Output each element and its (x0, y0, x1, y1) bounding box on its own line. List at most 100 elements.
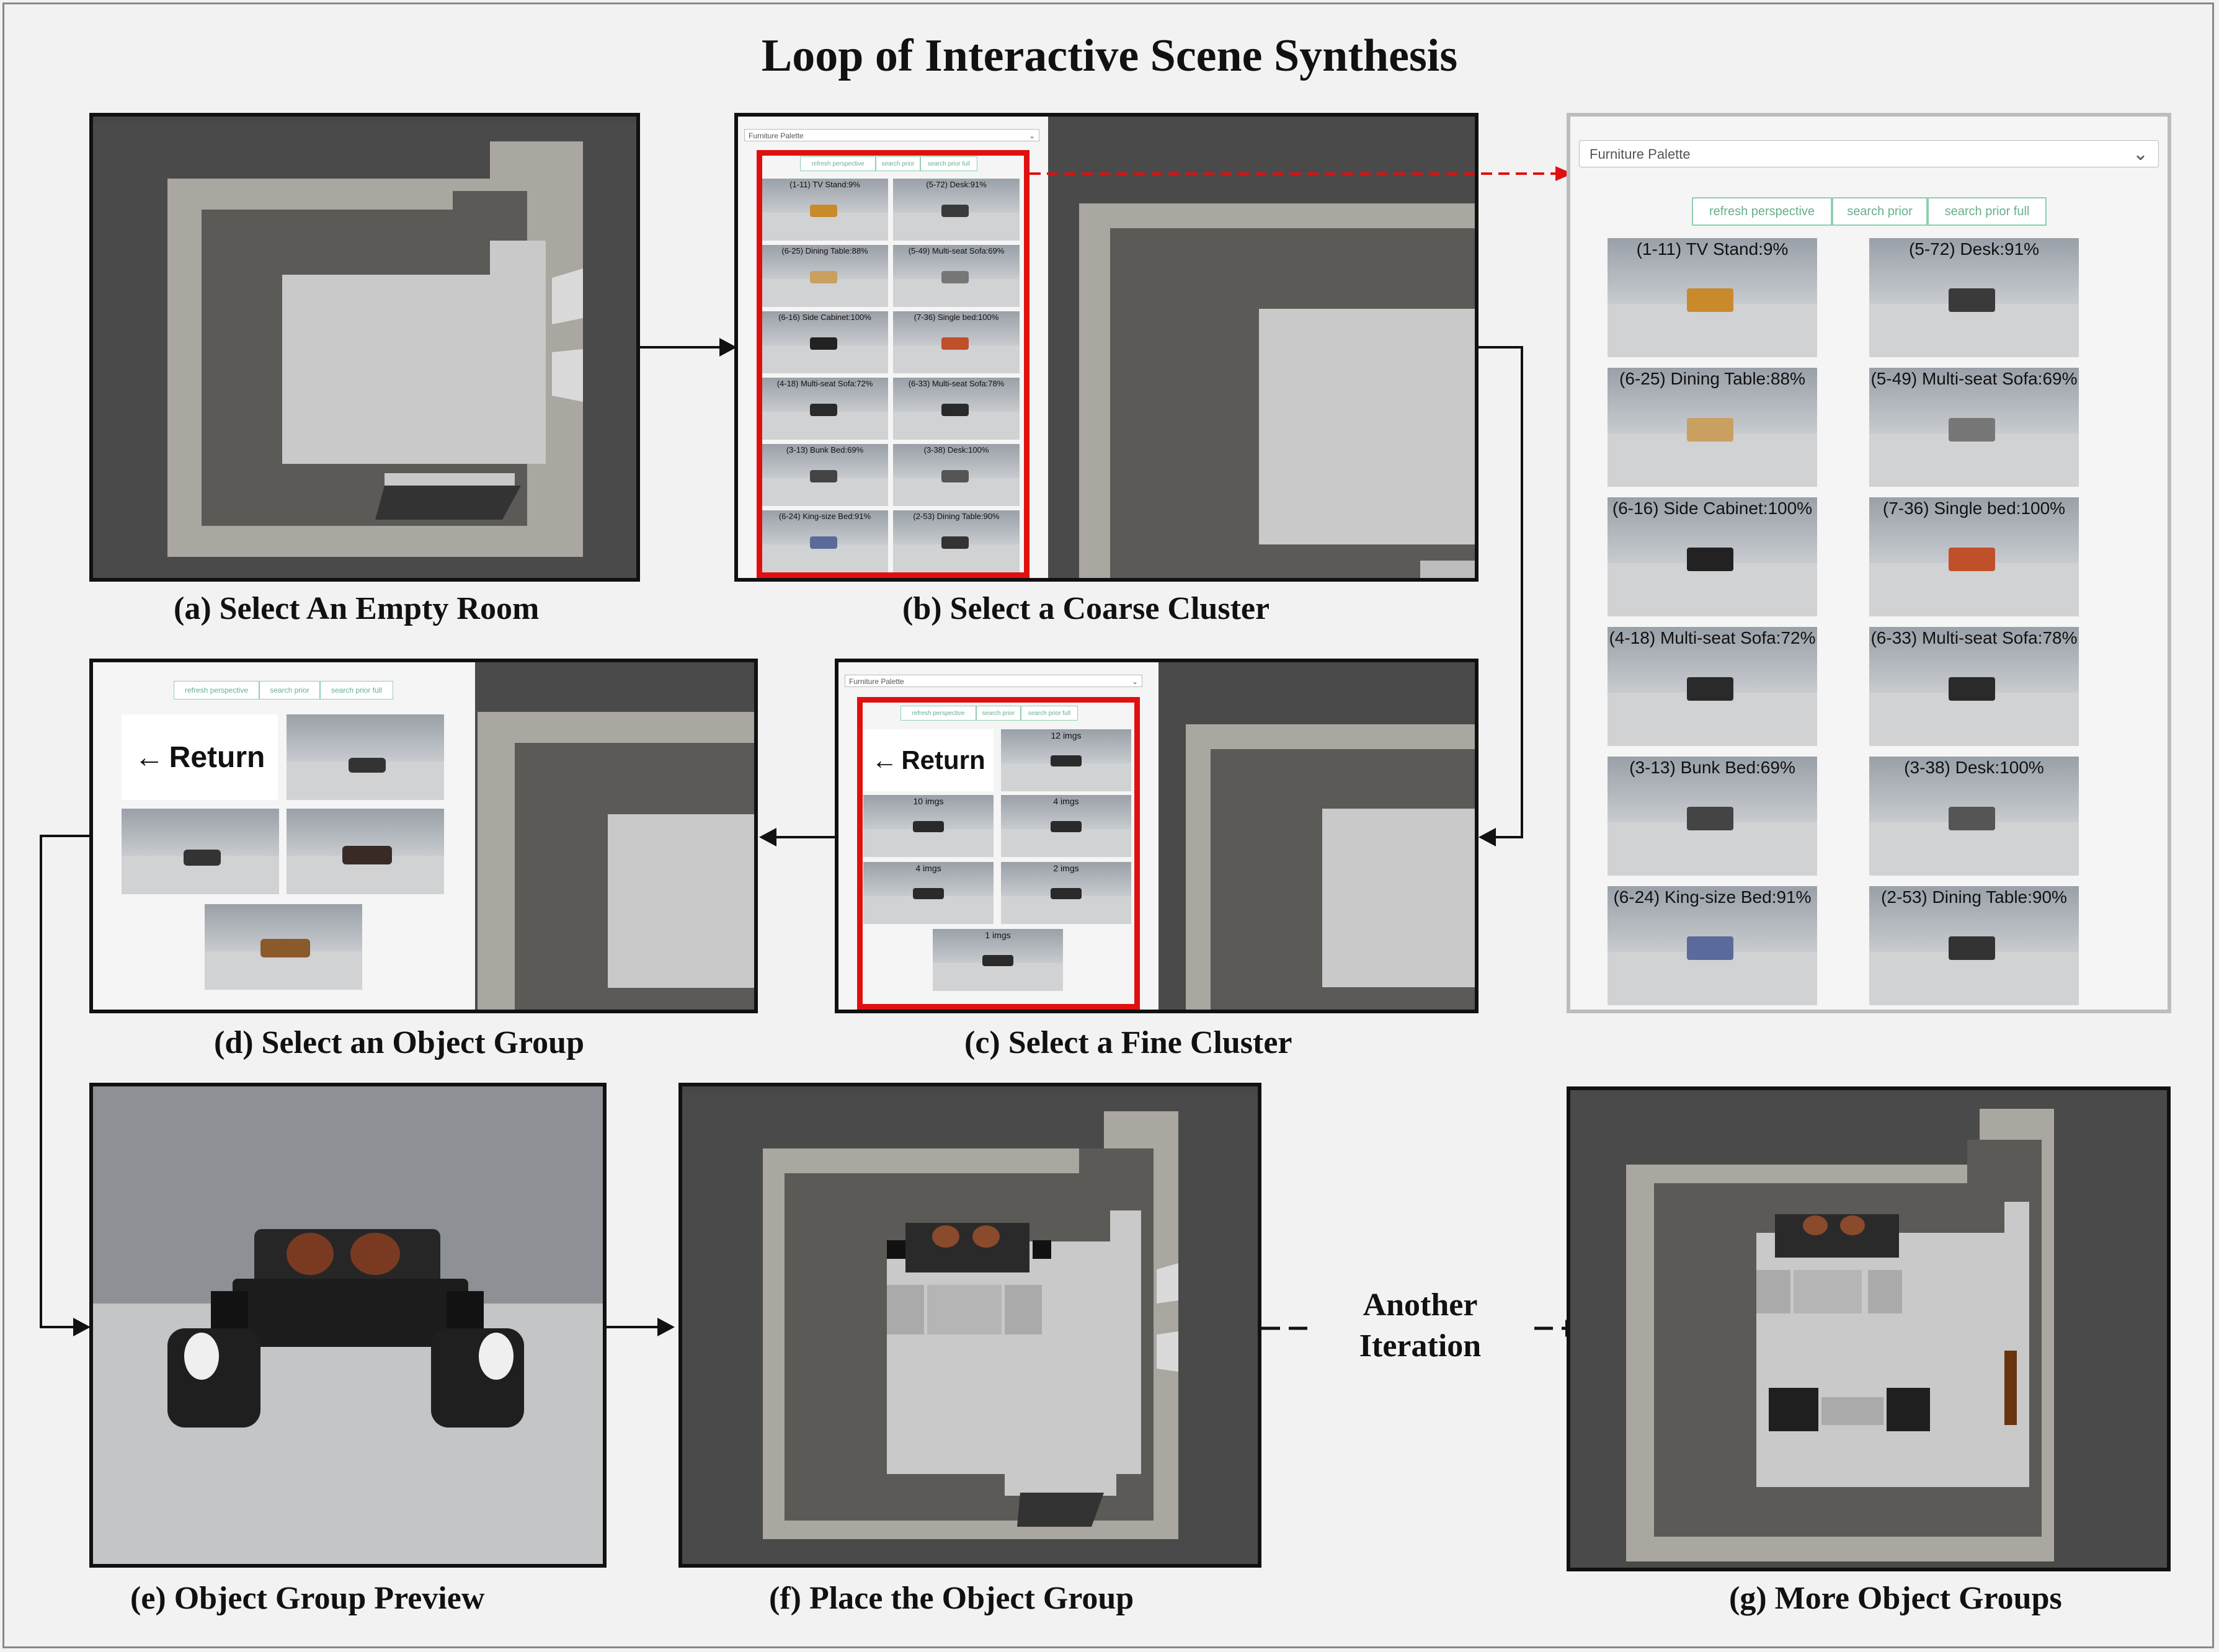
panel-fine-cluster[interactable]: Furniture Palette ⌄ refresh perspective … (835, 659, 1479, 1013)
caption-g: (g) More Object Groups (1729, 1581, 2062, 1616)
search-prior-button[interactable]: search prior (259, 681, 320, 699)
coarse-cluster-thumbnail[interactable]: (7-36) Single bed:100% (1869, 497, 2079, 616)
refresh-perspective-button[interactable]: refresh perspective (1692, 197, 1832, 226)
furniture-icon (941, 337, 969, 350)
search-prior-full-button[interactable]: search prior full (1021, 706, 1078, 721)
coarse-cluster-thumbnail[interactable]: (6-33) Multi-seat Sofa:78% (1869, 627, 2079, 746)
object-group-thumbnail[interactable] (122, 809, 279, 894)
return-button[interactable]: ← Return (863, 729, 994, 791)
dropdown-label: Furniture Palette (749, 131, 804, 140)
search-prior-full-button[interactable]: search prior full (1928, 197, 2047, 226)
coarse-cluster-thumbnail[interactable]: (3-13) Bunk Bed:69% (762, 444, 888, 506)
fine-cluster-thumbnail[interactable]: 12 imgs (1001, 729, 1131, 791)
coarse-cluster-thumbnail[interactable]: (6-24) King-size Bed:91% (762, 510, 888, 572)
cluster-label: (6-16) Side Cabinet:100% (1612, 499, 1813, 518)
cluster-label: (3-38) Desk:100% (1904, 758, 2044, 777)
coarse-cluster-thumbnail[interactable]: (6-24) King-size Bed:91% (1608, 886, 1817, 1005)
furniture-icon (1949, 288, 1995, 313)
search-prior-button[interactable]: search prior (1832, 197, 1928, 226)
coarse-cluster-thumbnail[interactable]: (2-53) Dining Table:90% (1869, 886, 2079, 1005)
search-prior-full-button[interactable]: search prior full (320, 681, 393, 699)
cluster-label: (1-11) TV Stand:9% (789, 180, 860, 189)
object-group-thumbnail[interactable] (287, 714, 444, 800)
coarse-cluster-thumbnail[interactable]: (6-16) Side Cabinet:100% (762, 311, 888, 373)
connector-d-to-e (40, 835, 89, 837)
object-group-thumbnail[interactable] (205, 904, 362, 990)
panel-coarse-cluster[interactable]: Furniture Palette ⌄ refresh perspective … (734, 113, 1479, 582)
iteration-label-line2: Iteration (1359, 1328, 1482, 1364)
room-render (682, 1086, 1258, 1539)
connector-b-to-c (1490, 836, 1523, 838)
furniture-icon (982, 955, 1013, 966)
refresh-perspective-button[interactable]: refresh perspective (900, 706, 976, 721)
zoomed-palette: Furniture Palette ⌄ refresh perspective … (1567, 113, 2171, 1013)
coarse-cluster-thumbnail[interactable]: (7-36) Single bed:100% (893, 311, 1020, 373)
coarse-cluster-thumbnail[interactable]: (3-38) Desk:100% (893, 444, 1020, 506)
room-render (1161, 662, 1475, 1010)
palette-buttons: refresh perspective search prior search … (174, 681, 393, 699)
refresh-perspective-button[interactable]: refresh perspective (174, 681, 259, 699)
furniture-icon (1051, 888, 1082, 899)
cluster-label: (4-18) Multi-seat Sofa:72% (776, 379, 873, 388)
panel-object-group[interactable]: refresh perspective search prior search … (89, 659, 758, 1013)
search-prior-button[interactable]: search prior (976, 706, 1021, 721)
fine-cluster-thumbnail[interactable]: 10 imgs (863, 795, 994, 857)
coarse-cluster-thumbnail[interactable]: (1-11) TV Stand:9% (1608, 238, 1817, 357)
coarse-cluster-thumbnail[interactable]: (6-25) Dining Table:88% (1608, 368, 1817, 487)
caption-a: (a) Select An Empty Room (174, 591, 540, 626)
furniture-icon (809, 536, 838, 549)
palette-dropdown-zoom[interactable]: Furniture Palette ⌄ (1579, 140, 2159, 167)
furniture-icon (1949, 936, 1995, 961)
furniture-icon (1949, 547, 1995, 572)
coarse-cluster-thumbnail[interactable]: (5-72) Desk:91% (1869, 238, 2079, 357)
palette-dropdown[interactable]: Furniture Palette ⌄ (744, 129, 1039, 141)
refresh-perspective-button[interactable]: refresh perspective (800, 156, 876, 171)
left-arrow-icon: ← (134, 740, 164, 774)
cluster-label: (3-13) Bunk Bed:69% (786, 445, 864, 455)
panel-group-preview[interactable] (89, 1083, 607, 1568)
furniture-palette: Furniture Palette ⌄ refresh perspective … (838, 662, 1158, 1010)
coarse-cluster-thumbnail[interactable]: (1-11) TV Stand:9% (762, 179, 888, 241)
coarse-cluster-thumbnail[interactable]: (3-13) Bunk Bed:69% (1608, 757, 1817, 876)
coarse-cluster-thumbnail[interactable]: (4-18) Multi-seat Sofa:72% (762, 378, 888, 440)
return-button[interactable]: ← Return (122, 714, 278, 800)
furniture-icon (913, 888, 944, 899)
coarse-cluster-thumbnail[interactable]: (5-72) Desk:91% (893, 179, 1020, 241)
arrow-c-to-d (773, 836, 835, 838)
panel-more-groups[interactable] (1567, 1086, 2171, 1571)
image-count-label: 4 imgs (1053, 796, 1079, 806)
panel-empty-room[interactable] (89, 113, 640, 582)
palette-dropdown[interactable]: Furniture Palette ⌄ (845, 675, 1142, 687)
coarse-cluster-thumbnail[interactable]: (5-49) Multi-seat Sofa:69% (1869, 368, 2079, 487)
arrowhead-icon (1479, 828, 1496, 846)
furniture-icon (809, 205, 838, 217)
cluster-label: (6-33) Multi-seat Sofa:78% (908, 379, 1005, 388)
coarse-cluster-thumbnail[interactable]: (2-53) Dining Table:90% (893, 510, 1020, 572)
furniture-icon (941, 404, 969, 416)
highlight-box (857, 697, 1140, 1010)
cluster-label: (2-53) Dining Table:90% (1881, 887, 2067, 907)
arrowhead-icon (759, 828, 776, 846)
coarse-cluster-thumbnail[interactable]: (4-18) Multi-seat Sofa:72% (1608, 627, 1817, 746)
panel-placed-group[interactable] (678, 1083, 1261, 1568)
fine-cluster-thumbnail[interactable]: 4 imgs (863, 862, 994, 924)
coarse-cluster-thumbnail[interactable]: (6-33) Multi-seat Sofa:78% (893, 378, 1020, 440)
cluster-label: (6-25) Dining Table:88% (781, 246, 868, 255)
search-prior-full-button[interactable]: search prior full (920, 156, 977, 171)
object-group-thumbnail[interactable] (287, 809, 444, 894)
coarse-cluster-thumbnail[interactable]: (5-49) Multi-seat Sofa:69% (893, 245, 1020, 307)
image-count-label: 12 imgs (1051, 731, 1082, 740)
figure-title: Loop of Interactive Scene Synthesis (761, 30, 1458, 81)
furniture-icon (941, 536, 969, 549)
room-render (1626, 1109, 2054, 1561)
fine-cluster-thumbnail[interactable]: 2 imgs (1001, 862, 1131, 924)
coarse-cluster-thumbnail[interactable]: (6-16) Side Cabinet:100% (1608, 497, 1817, 616)
furniture-icon (1687, 806, 1733, 831)
furniture-icon (1687, 677, 1733, 701)
iteration-label-line1: Another (1363, 1287, 1478, 1323)
coarse-cluster-thumbnail[interactable]: (3-38) Desk:100% (1869, 757, 2079, 876)
fine-cluster-thumbnail[interactable]: 4 imgs (1001, 795, 1131, 857)
search-prior-button[interactable]: search prior (876, 156, 920, 171)
coarse-cluster-thumbnail[interactable]: (6-25) Dining Table:88% (762, 245, 888, 307)
fine-cluster-thumbnail[interactable]: 1 imgs (933, 929, 1063, 991)
